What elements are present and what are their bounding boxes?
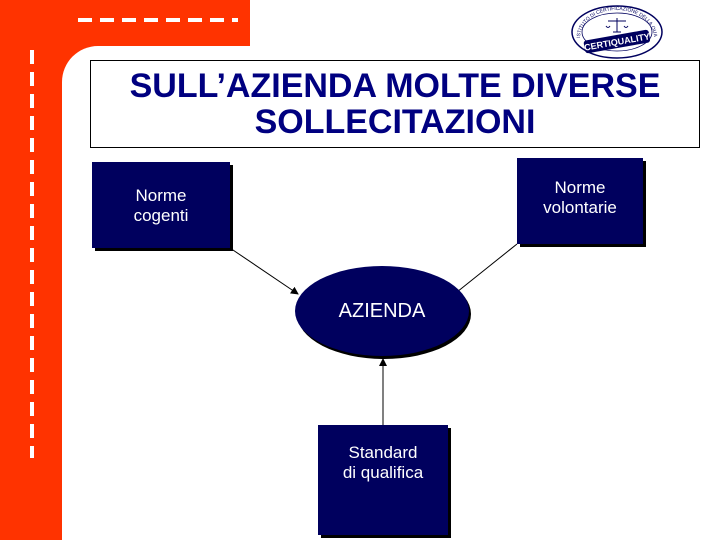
top-decor-band xyxy=(0,0,250,46)
logo-graphic: ISTITUTO DI CERTIFICAZIONE DELLA QUALITÀ… xyxy=(562,2,663,59)
scales-icon xyxy=(605,18,629,33)
certiquality-logo: ISTITUTO DI CERTIFICAZIONE DELLA QUALITÀ… xyxy=(562,2,672,62)
node-standard-di-qualifica: Standard di qualifica xyxy=(318,425,448,535)
left-dashed-stripe xyxy=(30,6,34,458)
title-box: SULL’AZIENDA MOLTE DIVERSE SOLLECITAZION… xyxy=(90,60,700,148)
node-norme-volontarie: Norme volontarie xyxy=(517,158,643,244)
page-title: SULL’AZIENDA MOLTE DIVERSE SOLLECITAZION… xyxy=(129,67,661,141)
node-norme-cogenti: Norme cogenti xyxy=(92,162,230,248)
node-azienda: AZIENDA xyxy=(295,266,469,356)
left-decor-band xyxy=(0,0,62,540)
top-dashed-stripe xyxy=(78,18,238,22)
arrow-volontarie-to-azienda xyxy=(451,243,518,297)
node-azienda-label: AZIENDA xyxy=(338,299,426,322)
arrow-cogenti-to-azienda xyxy=(229,247,299,295)
